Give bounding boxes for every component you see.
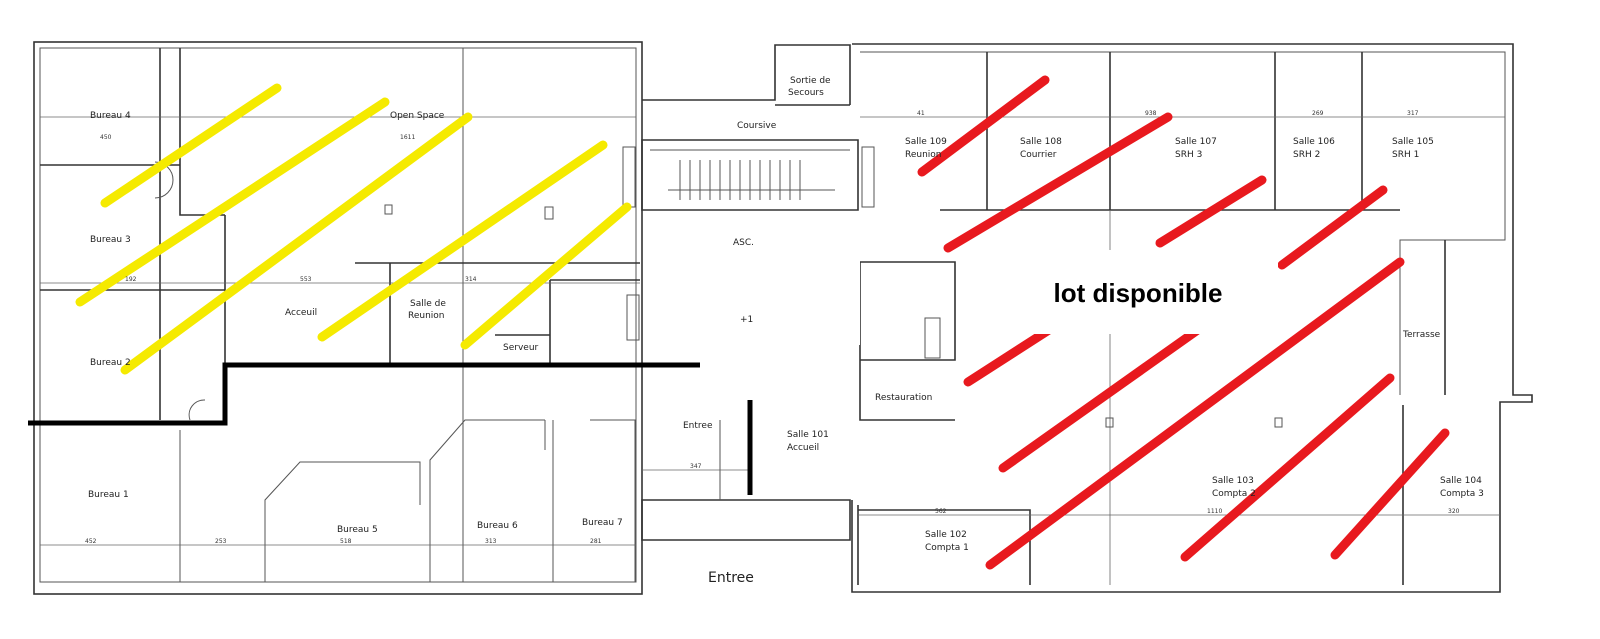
room-label: Acceuil — [285, 308, 317, 318]
room-label: Accueil — [787, 443, 819, 453]
room-label: Salle de — [410, 299, 446, 309]
main-entrance-label: Entree — [708, 570, 754, 586]
dimension: 253 — [215, 538, 227, 545]
right-wing-walls — [384, 43, 1533, 593]
room-label: Compta 1 — [925, 543, 969, 553]
room-label: Courrier — [1020, 150, 1057, 160]
blank-area — [700, 215, 860, 345]
room-label: ASC. — [733, 238, 754, 248]
room-label: Reunion — [408, 311, 445, 321]
room-label: Salle 102 — [925, 530, 967, 540]
dimension: 41 — [917, 110, 925, 117]
room-label: Salle 105 — [1392, 137, 1434, 147]
room-label: Salle 103 — [1212, 476, 1254, 486]
room-labels: Bureau 4 Bureau 3 Bureau 2 Bureau 1 Open… — [88, 76, 1484, 586]
room-label: Entree — [683, 421, 713, 431]
room-label: Bureau 6 — [477, 521, 518, 531]
room-label: Compta 2 — [1212, 489, 1256, 499]
hatch-line — [317, 140, 608, 342]
hatch-line — [1155, 175, 1267, 248]
dimension: 518 — [340, 538, 352, 545]
room-label: Open Space — [390, 111, 445, 121]
room-label: Salle 106 — [1293, 137, 1335, 147]
lot-disponible-annotation: lot disponible — [1054, 278, 1223, 308]
room-label: Bureau 4 — [90, 111, 131, 121]
room-label: Bureau 5 — [337, 525, 378, 535]
room-label: Serveur — [503, 343, 539, 353]
hatch-line — [1330, 428, 1450, 560]
occupied-hatching — [75, 83, 632, 375]
partition-line — [28, 362, 700, 426]
room-label: Compta 3 — [1440, 489, 1484, 499]
room-label: Salle 101 — [787, 430, 829, 440]
hatch-line — [985, 257, 1405, 570]
room-label: Salle 109 — [905, 137, 947, 147]
dimension: 317 — [1407, 110, 1419, 117]
room-label: SRH 3 — [1175, 150, 1202, 160]
hatch-line — [917, 75, 1050, 177]
dimension: 192 — [125, 276, 137, 283]
hatch-line — [100, 83, 282, 208]
dimension: 281 — [590, 538, 602, 545]
hatch-line — [1180, 373, 1395, 562]
hatch-line — [943, 112, 1173, 253]
room-label: Bureau 3 — [90, 235, 131, 245]
room-label: Bureau 7 — [582, 518, 623, 528]
dimension: 314 — [465, 276, 477, 283]
hatch-line — [460, 202, 632, 350]
left-wing-walls — [33, 41, 643, 595]
dimension-labels: 450 1611 553 192 314 452 253 518 313 281… — [85, 110, 1460, 545]
dimension: 269 — [1312, 110, 1324, 117]
room-label: Reunion — [905, 150, 942, 160]
dimension: 313 — [485, 538, 497, 545]
room-label: Coursive — [737, 121, 777, 131]
room-label: Bureau 2 — [90, 358, 131, 368]
room-label: Salle 104 — [1440, 476, 1482, 486]
room-label: Sortie de — [790, 76, 831, 86]
room-label: Salle 108 — [1020, 137, 1062, 147]
dimension: 320 — [1448, 508, 1460, 515]
dimension: 553 — [300, 276, 312, 283]
dimension: 562 — [935, 508, 947, 515]
room-label: Secours — [788, 88, 824, 98]
room-label: Bureau 1 — [88, 490, 129, 500]
hatch-line — [120, 112, 473, 375]
dimension: 450 — [100, 134, 112, 141]
annotation-background — [960, 250, 1278, 334]
room-label: Salle 107 — [1175, 137, 1217, 147]
room-label: Terrasse — [1402, 330, 1441, 340]
hatch-line — [1277, 185, 1388, 270]
dimension: 347 — [690, 463, 702, 470]
dimension: 938 — [1145, 110, 1157, 117]
dimension: 1611 — [400, 134, 415, 141]
available-hatching — [917, 75, 1450, 570]
room-label: SRH 2 — [1293, 150, 1320, 160]
dimension: 1110 — [1207, 508, 1222, 515]
room-label: Restauration — [875, 393, 932, 403]
dimension: 452 — [85, 538, 97, 545]
room-label: SRH 1 — [1392, 150, 1419, 160]
hatch-line — [75, 97, 390, 307]
room-label: +1 — [740, 315, 753, 325]
